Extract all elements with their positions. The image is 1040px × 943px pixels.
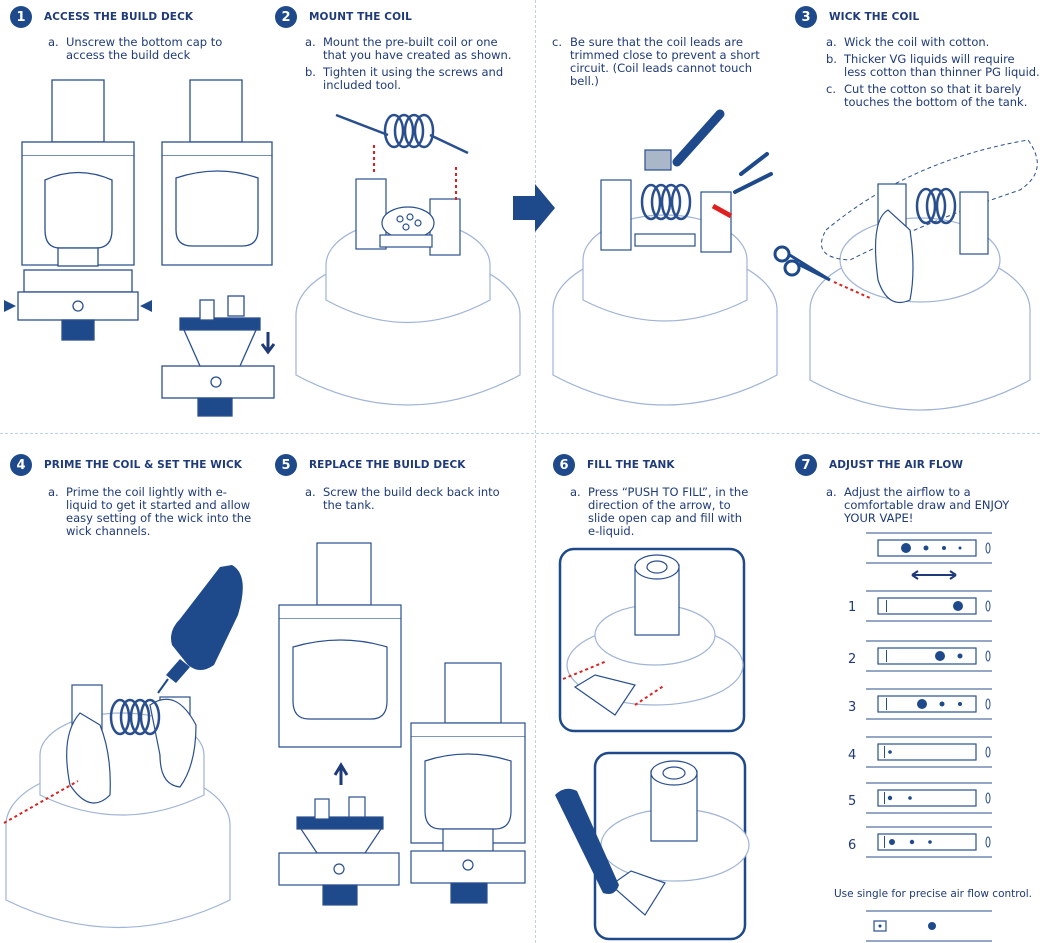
step-7a-letter: a.: [826, 486, 844, 525]
airflow-setting-4: [866, 734, 996, 770]
step-3c-text: Cut the cotton so that it barely touches…: [844, 83, 1040, 109]
step-6-header: 6 FILL THE TANK: [553, 454, 675, 476]
step-4-header: 4 PRIME THE COIL & SET THE WICK: [10, 454, 242, 476]
arrow-right-icon: [513, 184, 555, 232]
step-7-instructions: a.Adjust the airflow to a comfortable dr…: [826, 486, 1040, 529]
airflow-setting-1-label: 1: [848, 600, 856, 615]
step-5-illustration: [265, 535, 535, 940]
step-3b-text: Thicker VG liquids will require less cot…: [844, 53, 1040, 79]
step-2c-illustration: [505, 110, 795, 430]
airflow-setting-4-label: 4: [848, 748, 856, 763]
airflow-setting-6: [866, 824, 996, 860]
step-6a-text: Press “PUSH TO FILL”, in the direction o…: [588, 486, 750, 538]
airflow-setting-6-label: 6: [848, 838, 856, 853]
airflow-caption: Use single for precise air flow control.: [834, 888, 1032, 900]
step-2b-letter: b.: [305, 66, 323, 92]
step-2-illustration: [290, 105, 530, 430]
airflow-setting-5-label: 5: [848, 794, 856, 809]
step-3a-text: Wick the coil with cotton.: [844, 36, 1040, 49]
step-3a-letter: a.: [826, 36, 844, 49]
step-1a-letter: a.: [48, 36, 66, 62]
step-7-header: 7 ADJUST THE AIR FLOW: [795, 454, 963, 476]
airflow-setting-1: [866, 588, 996, 624]
step-2a-letter: a.: [305, 36, 323, 62]
step-2a-text: Mount the pre-built coil or one that you…: [323, 36, 520, 62]
step-1-header: 1 ACCESS THE BUILD DECK: [10, 6, 193, 28]
step-1-illustration: [0, 70, 280, 430]
step-3-title: WICK THE COIL: [829, 11, 919, 23]
step-1a-text: Unscrew the bottom cap to access the bui…: [66, 36, 248, 62]
step-6-instructions: a.Press “PUSH TO FILL”, in the direction…: [570, 486, 750, 542]
step-3c-letter: c.: [826, 83, 844, 109]
step-2-instructions: a.Mount the pre-built coil or one that y…: [305, 36, 520, 96]
airflow-ring-base: [866, 530, 996, 566]
step-2-number: 2: [275, 6, 297, 28]
step-4-number: 4: [10, 454, 32, 476]
step-2-title: MOUNT THE COIL: [309, 11, 412, 23]
step-7a-text: Adjust the airflow to a comfortable draw…: [844, 486, 1040, 525]
step-4-title: PRIME THE COIL & SET THE WICK: [44, 459, 242, 471]
airflow-single-hole: [866, 908, 996, 943]
step-6-title: FILL THE TANK: [587, 459, 675, 471]
step-1-number: 1: [10, 6, 32, 28]
step-3-number: 3: [795, 6, 817, 28]
airflow-setting-5: [866, 780, 996, 816]
step-5a-letter: a.: [305, 486, 323, 512]
horizontal-divider: [0, 433, 1040, 434]
step-4-illustration: [0, 555, 270, 940]
step-3-illustration: [770, 130, 1040, 430]
airflow-setting-2: [866, 638, 996, 674]
step-5a-text: Screw the build deck back into the tank.: [323, 486, 520, 512]
step-4a-text: Prime the coil lightly with e-liquid to …: [66, 486, 258, 538]
step-7-title: ADJUST THE AIR FLOW: [829, 459, 963, 471]
slide-left-right-icon: [908, 568, 960, 582]
airflow-setting-2-label: 2: [848, 652, 856, 667]
step-2b-text: Tighten it using the screws and included…: [323, 66, 520, 92]
step-6a-letter: a.: [570, 486, 588, 538]
airflow-setting-3: [866, 686, 996, 722]
step-3b-letter: b.: [826, 53, 844, 79]
step-4-instructions: a.Prime the coil lightly with e-liquid t…: [48, 486, 258, 542]
step-6-illustration: [555, 545, 755, 943]
step-7-number: 7: [795, 454, 817, 476]
step-1-instructions: a.Unscrew the bottom cap to access the b…: [48, 36, 248, 66]
step-5-number: 5: [275, 454, 297, 476]
step-5-title: REPLACE THE BUILD DECK: [309, 459, 466, 471]
step-5-header: 5 REPLACE THE BUILD DECK: [275, 454, 466, 476]
step-5-instructions: a.Screw the build deck back into the tan…: [305, 486, 520, 516]
step-1-title: ACCESS THE BUILD DECK: [44, 11, 193, 23]
step-4a-letter: a.: [48, 486, 66, 538]
step-6-number: 6: [553, 454, 575, 476]
airflow-setting-3-label: 3: [848, 700, 856, 715]
step-2c-letter: c.: [552, 36, 570, 88]
step-2-header: 2 MOUNT THE COIL: [275, 6, 412, 28]
step-2c-text: Be sure that the coil leads are trimmed …: [570, 36, 772, 88]
step-3-header: 3 WICK THE COIL: [795, 6, 919, 28]
step-2c-instructions: c.Be sure that the coil leads are trimme…: [552, 36, 772, 92]
step-3-instructions: a.Wick the coil with cotton. b.Thicker V…: [826, 36, 1040, 113]
